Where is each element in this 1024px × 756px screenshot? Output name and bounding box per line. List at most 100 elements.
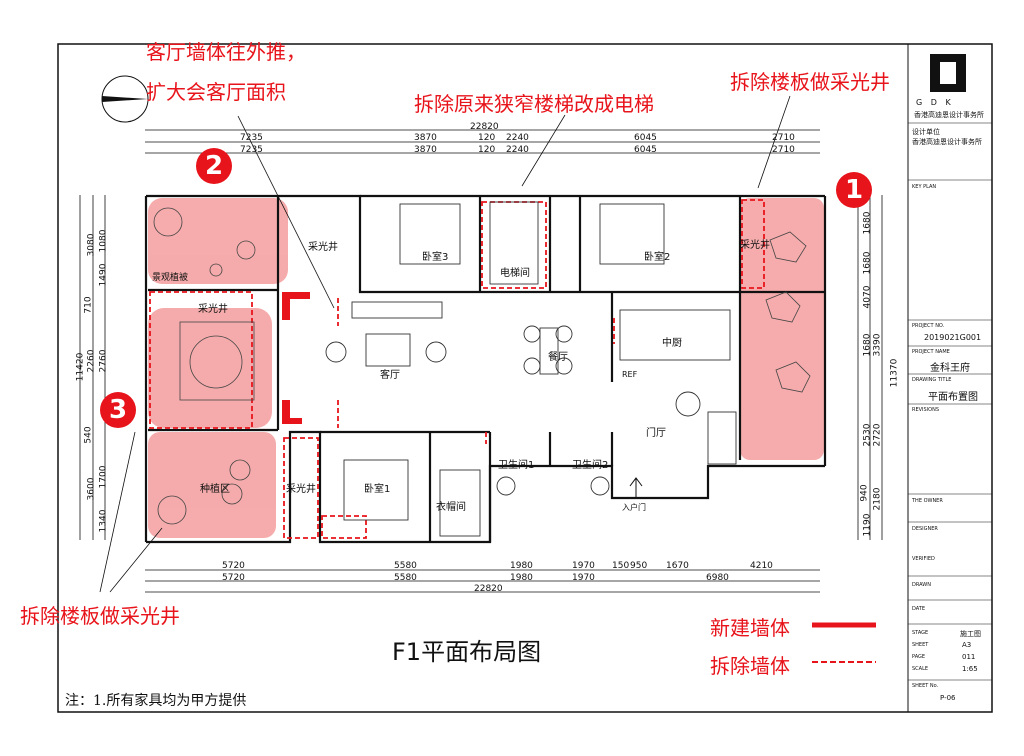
bottom-dimension: 950 — [630, 561, 648, 571]
annotation-skylight-left: 拆除楼板做采光井 — [20, 604, 180, 628]
left-dimension: 1340 — [98, 509, 109, 533]
bottom-total-dimension: 22820 — [474, 584, 503, 594]
top-dimension: 120 — [478, 145, 496, 155]
left-dimension: 1700 — [98, 465, 109, 489]
top-total-dimension: 22820 — [470, 122, 499, 132]
right-dimension: 1680 — [862, 211, 873, 235]
left-dimension: 3600 — [86, 477, 97, 501]
verified-label: VERIFIED — [912, 556, 935, 562]
project-no: 2019021G001 — [924, 333, 982, 342]
bottom-dimension: 1980 — [510, 573, 533, 583]
project-name: 金科王府 — [930, 363, 970, 374]
date-label: DATE — [912, 606, 926, 612]
revisions-label: REVISIONS — [912, 407, 940, 413]
right-dimension: 1680 — [862, 251, 873, 275]
bottom-dimension: 4210 — [750, 561, 773, 571]
entrance-arrow-icon — [629, 477, 643, 498]
bottom-dimension: 5580 — [394, 561, 417, 571]
sheet-label: SHEET — [912, 642, 929, 648]
bottom-dimension: 1970 — [572, 561, 595, 571]
badge-3: 3 — [100, 392, 136, 428]
room-label-dining: 餐厅 — [548, 352, 568, 363]
legend-demolish-wall: 拆除墙体 — [710, 654, 790, 678]
right-dimension: 3390 — [872, 333, 883, 357]
top-dimension: 2240 — [506, 145, 529, 155]
design-unit-label: 设计单位 — [912, 128, 940, 136]
badge-2: 2 — [196, 148, 232, 184]
room-label-closet: 衣帽间 — [436, 502, 466, 513]
left-total-dimension: 11420 — [75, 352, 86, 382]
gdk-logo-icon — [930, 54, 966, 92]
room-label-bedroom1: 卧室1 — [364, 484, 391, 495]
room-label-bath2: 卫生间2 — [572, 460, 609, 471]
top-dimension: 6045 — [634, 133, 657, 143]
page-value: 011 — [962, 653, 976, 661]
project-no-label: PROJECT NO. — [912, 323, 945, 329]
bottom-dimension: 5720 — [222, 561, 245, 571]
badge-1: 1 — [836, 172, 872, 208]
drawing-title-value: 平面布置图 — [928, 392, 978, 403]
logo-text: G D K — [916, 98, 954, 107]
room-label-bedroom2: 卧室2 — [644, 252, 671, 263]
right-dimension: 2530 — [862, 423, 873, 447]
right-dimension: 940 — [859, 484, 870, 502]
top-dimension: 7235 — [240, 133, 263, 143]
room-label-landscape: 景观植被 — [152, 273, 189, 283]
stage-value: 施工图 — [960, 630, 981, 638]
room-label-entrance: 入户门 — [622, 503, 646, 512]
room-label-skylight: 采光井 — [740, 240, 770, 251]
top-dimension: 6045 — [634, 145, 657, 155]
room-label-elevator: 电梯间 — [500, 268, 530, 279]
right-dimension: 1680 — [862, 333, 873, 357]
owner-label: THE OWNER — [912, 498, 943, 504]
top-dimension: 7235 — [240, 145, 263, 155]
bottom-dimension: 5720 — [222, 573, 245, 583]
legend-new-wall: 新建墙体 — [710, 616, 790, 640]
bottom-dimension: 1970 — [572, 573, 595, 583]
left-dimension: 710 — [83, 296, 94, 314]
sheet-no-label: SHEET No. — [912, 683, 939, 689]
room-label-skylight: 采光井 — [198, 304, 228, 315]
bottom-dimension: 150 — [612, 561, 630, 571]
scale-value: 1:65 — [962, 665, 978, 673]
left-dimension: 2260 — [86, 349, 97, 373]
left-dimension: 2760 — [98, 349, 109, 373]
room-label-bedroom3: 卧室3 — [422, 252, 449, 263]
key-plan-label: KEY PLAN — [912, 184, 937, 190]
designer-label: DESIGNER — [912, 526, 938, 532]
sheet-no: P-06 — [940, 694, 956, 702]
room-label-kitchen: 中厨 — [662, 338, 682, 349]
top-dimension: 2710 — [772, 145, 795, 155]
room-label-fridge: REF — [622, 370, 638, 379]
drawn-label: DRAWN — [912, 582, 931, 588]
north-arrow-icon — [101, 75, 149, 123]
annotation-push-wall: 客厅墙体往外推， — [146, 40, 306, 64]
stage-label: STAGE — [912, 630, 929, 636]
scale-label: SCALE — [912, 666, 929, 672]
right-dimension: 2720 — [872, 423, 883, 447]
annotation-elevator: 拆除原来狭窄楼梯改成电梯 — [414, 92, 654, 116]
room-label-living: 客厅 — [380, 370, 400, 381]
room-label-foyer: 门厅 — [646, 428, 666, 439]
bottom-dimension: 5580 — [394, 573, 417, 583]
top-dimension: 120 — [478, 133, 496, 143]
top-dimension: 2710 — [772, 133, 795, 143]
room-label-skylight: 采光井 — [286, 484, 316, 495]
room-label-bath1: 卫生间1 — [498, 460, 535, 471]
bottom-dimension: 6980 — [706, 573, 729, 583]
bottom-dimension: 1670 — [666, 561, 689, 571]
sheet-value: A3 — [962, 641, 972, 649]
company-name: 香港高迪恩设计事务所 — [914, 111, 984, 119]
top-dimension: 2240 — [506, 133, 529, 143]
left-dimension: 3080 — [86, 233, 97, 257]
room-label-skylight: 采光井 — [308, 242, 338, 253]
page-label: PAGE — [912, 654, 926, 660]
left-dimension: 1490 — [98, 263, 109, 287]
bottom-dimension: 1980 — [510, 561, 533, 571]
room-label-planting: 种植区 — [200, 484, 230, 495]
drawing-title-label: DRAWING TITLE — [912, 377, 952, 383]
annotation-skylight-right: 拆除楼板做采光井 — [730, 70, 890, 94]
project-name-label: PROJECT NAME — [912, 349, 950, 355]
right-dimension: 2180 — [872, 487, 883, 511]
